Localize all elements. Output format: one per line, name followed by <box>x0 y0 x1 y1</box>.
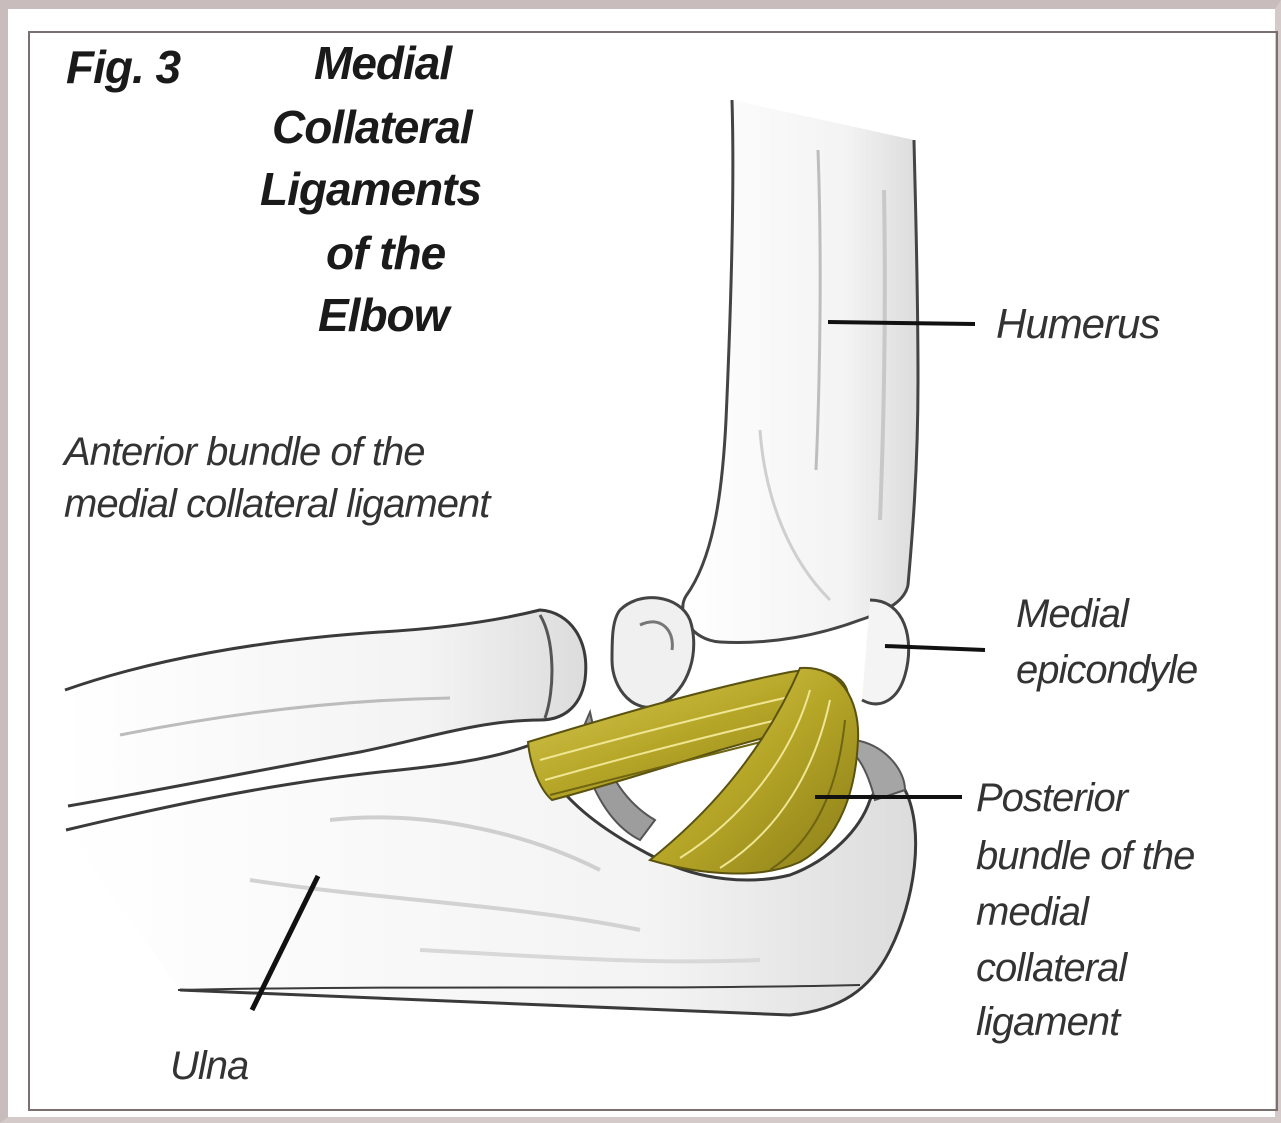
humerus-label: Humerus <box>996 300 1159 348</box>
medial-epicondyle-label-line-1: Medial <box>1016 592 1128 637</box>
title-line-1: Medial <box>314 36 451 90</box>
title-line-3: Ligaments <box>260 162 481 216</box>
anterior-bundle-label-line-1: Anterior bundle of the <box>64 430 424 475</box>
humerus-bone <box>612 100 918 707</box>
anterior-bundle-label-line-2: medial collateral ligament <box>64 482 489 527</box>
humerus-leader-line <box>828 322 975 324</box>
posterior-bundle-label-line-5: ligament <box>976 1000 1119 1045</box>
posterior-bundle-label-line-1: Posterior <box>976 776 1127 821</box>
ulna-label: Ulna <box>170 1044 248 1089</box>
medial-epicondyle-label-line-2: epicondyle <box>1016 648 1197 693</box>
figure-number: Fig. 3 <box>66 40 180 94</box>
posterior-bundle-label-line-2: bundle of the <box>976 834 1194 879</box>
title-line-2: Collateral <box>272 100 472 154</box>
posterior-bundle-label-line-3: medial <box>976 890 1088 935</box>
title-line-4: of the <box>326 226 445 280</box>
posterior-bundle-label-line-4: collateral <box>976 946 1126 991</box>
title-line-5: Elbow <box>318 288 448 342</box>
